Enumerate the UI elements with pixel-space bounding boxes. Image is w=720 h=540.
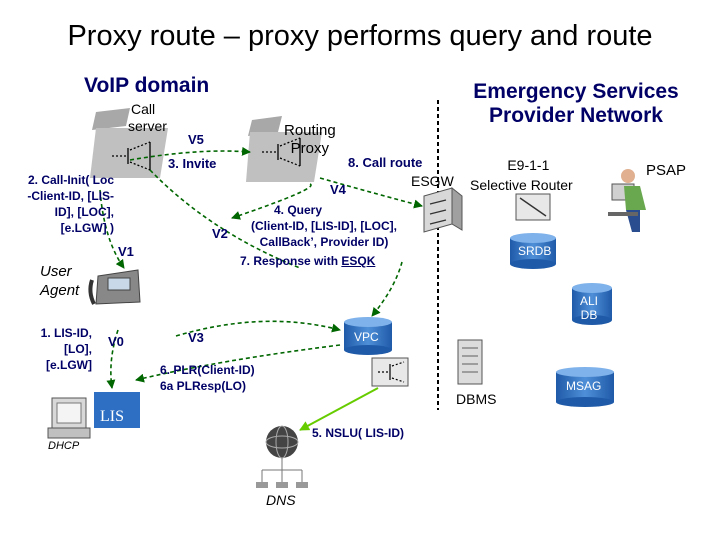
step-2-call-init: 2. Call-Init( Loc -Client-ID, [LIS- ID],… [4, 172, 114, 236]
interface-v3: V3 [188, 330, 204, 345]
step-2-line4: [e.LGW] ) [60, 221, 114, 235]
step-5-nslu: 5. NSLU( LIS-ID) [312, 426, 404, 440]
user-agent-line2: Agent [40, 282, 80, 299]
step-1-line1: 1. LIS-ID, [40, 326, 92, 340]
step-4-query: 4. Query (Client-ID, [LIS-ID], [LOC], Ca… [234, 202, 414, 250]
msag-database [556, 367, 614, 407]
step-4-line1: 4. Query [273, 203, 323, 217]
routing-proxy-node [246, 116, 322, 182]
routing-proxy-label: Routing Proxy [284, 122, 336, 158]
srdb-label: SRDB [518, 244, 552, 258]
dhcp-computer-icon [47, 397, 91, 439]
dhcp-label: DHCP [48, 440, 80, 452]
dbms-label: DBMS [456, 391, 497, 407]
vpc-server-icon [371, 357, 409, 387]
step-8-call-route: 8. Call route [348, 155, 423, 170]
selective-router-label: E9-1-1 Selective Router [470, 155, 573, 195]
dns-globe-icon [256, 425, 308, 488]
ip-phone-icon [88, 269, 141, 305]
vpc-database [344, 317, 392, 355]
call-server-line1: Call [131, 101, 156, 117]
step-6-line2: 6a PLResp(LO) [160, 379, 247, 393]
step-4-line3: CallBack’, Provider ID) [259, 235, 389, 249]
step-2-line1: 2. Call-Init( Loc [27, 173, 114, 187]
step-1-line3: [e.LGW] [46, 358, 92, 372]
user-agent-label: User Agent [40, 262, 79, 300]
srdb-database [510, 233, 556, 269]
v0-arrow [106, 329, 119, 389]
call-server-label: Call server [128, 101, 167, 135]
call-server-node [90, 108, 168, 178]
user-agent-line1: User [40, 263, 72, 280]
vpc-label: VPC [354, 330, 379, 344]
v4-arrow [319, 177, 423, 209]
page-title: Proxy route – proxy performs query and r… [67, 20, 653, 52]
step-1-lis-id: 1. LIS-ID, [LO], [e.LGW] [22, 325, 92, 373]
esp-network-line2: Provider Network [489, 104, 663, 127]
interface-v5: V5 [188, 132, 204, 147]
step-6-plr: 6. PLR(Client-ID) 6a PLResp(LO) [160, 362, 255, 394]
step-6-line1: 6. PLR(Client-ID) [160, 363, 255, 377]
step-7-esqk: ESQK [341, 254, 376, 268]
plr-arrow [135, 344, 341, 383]
esp-network-line1: Emergency Services [473, 80, 679, 103]
voip-domain-heading: VoIP domain [84, 74, 210, 97]
esp-network-heading: Emergency Services Provider Network [445, 80, 707, 128]
ali-db-label: ALI DB [580, 294, 598, 322]
routing-proxy-line1: Routing [284, 122, 336, 139]
psap-operator-icon [608, 169, 646, 232]
v5-invite-arrow [129, 146, 251, 161]
step-4-line2: (Client-ID, [LIS-ID], [LOC], [251, 219, 397, 233]
interface-v0: V0 [108, 334, 124, 349]
v1-arrow [99, 189, 125, 269]
v3-arrow [175, 320, 341, 337]
e911-line1: E9-1-1 [507, 157, 550, 173]
step-1-line2: [LO], [64, 342, 92, 356]
esgw-label: ESGW [411, 173, 454, 189]
dns-label: DNS [266, 492, 296, 508]
step-2-line3: ID], [LOC], [54, 205, 114, 219]
query-arrow [371, 261, 403, 317]
routing-proxy-line2: Proxy [290, 140, 330, 157]
interface-v4: V4 [330, 182, 346, 197]
esgw-node [423, 186, 463, 233]
ali-database [572, 283, 612, 325]
e911-line2: Selective Router [470, 177, 573, 193]
call-server-line2: server [128, 118, 167, 134]
psap-label: PSAP [646, 162, 687, 179]
v2-arrow [231, 183, 312, 220]
msag-label: MSAG [566, 379, 602, 393]
selective-router-node [515, 193, 551, 221]
lis-label: LIS [100, 408, 124, 425]
step-2-line2: -Client-ID, [LIS- [27, 189, 114, 203]
ali-line2: DB [580, 308, 598, 322]
interface-v2: V2 [212, 226, 228, 241]
lis-box [94, 392, 140, 428]
ali-line1: ALI [580, 294, 599, 308]
nslu-arrow [299, 387, 379, 431]
dbms-server-icon [457, 339, 483, 385]
interface-v1: V1 [118, 244, 134, 259]
step-3-invite: 3. Invite [168, 156, 217, 171]
v2-curve [149, 169, 301, 269]
step-7-response: 7. Response with ESQK [240, 254, 375, 268]
step-7-prefix: 7. Response with [240, 254, 342, 268]
